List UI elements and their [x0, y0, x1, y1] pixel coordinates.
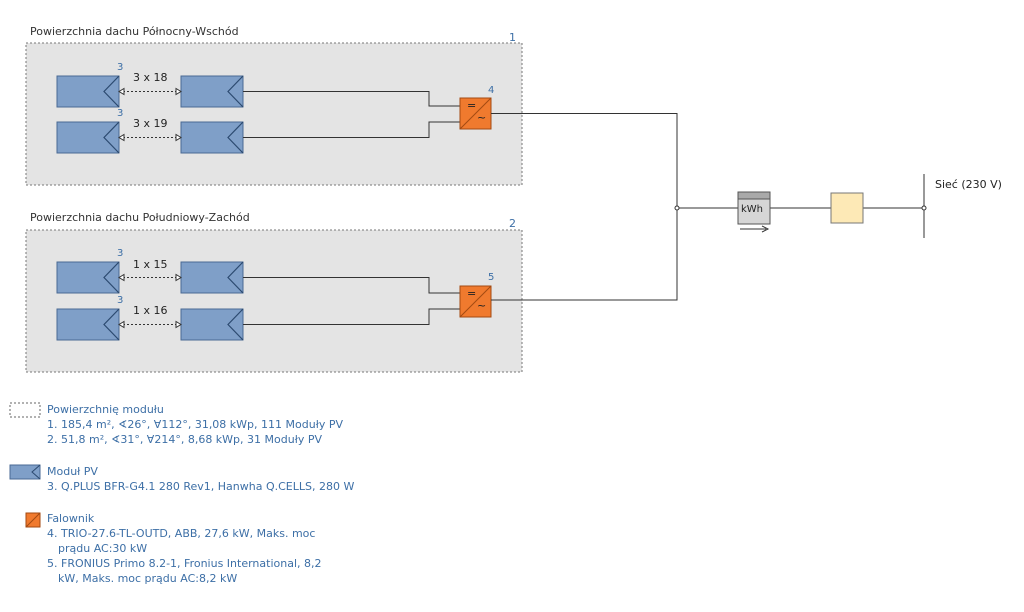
legend-area-swatch: [9, 402, 41, 418]
string-3: [56, 261, 244, 294]
legend-module-title: Moduł PV: [47, 465, 98, 478]
legend-area-item-1: 1. 185,4 m², ∢26°, ∀112°, 31,08 kWp, 111…: [47, 418, 343, 431]
pv-module: [56, 308, 120, 341]
legend-area-title: Powierzchnię modułu: [47, 403, 164, 416]
legend-inverter-item-1: 4. TRIO-27.6-TL-OUTD, ABB, 27,6 kW, Maks…: [47, 527, 316, 540]
area-1-title: Powierzchnia dachu Północny-Wschód: [30, 25, 239, 38]
legend-module-item-1: 3. Q.PLUS BFR-G4.1 280 Rev1, Hanwha Q.CE…: [47, 480, 355, 493]
string-1: [56, 75, 244, 108]
pv-module: [180, 261, 244, 294]
legend-module-swatch: [9, 464, 41, 480]
inverter-4-ref: 4: [488, 85, 495, 96]
string-2-count: 3 x 19: [133, 117, 168, 130]
legend-inverter-swatch: [25, 512, 41, 528]
area-2-title: Powierzchnia dachu Południowy-Zachód: [30, 211, 250, 224]
area-1-number: 1: [509, 31, 516, 44]
string-3-count: 1 x 15: [133, 258, 168, 271]
inverter-4-dc-symbol: =: [467, 99, 477, 112]
string-4-module-ref: 3: [117, 295, 124, 306]
string-2-module-ref: 3: [117, 108, 124, 119]
string-1-count: 3 x 18: [133, 71, 168, 84]
roof-area-1: [25, 42, 523, 186]
consumer-box: [830, 192, 864, 224]
inverter-4-ac-symbol: ~: [477, 111, 487, 124]
inverter-4: [459, 97, 492, 130]
string-2: [56, 121, 244, 154]
legend-inverter-item-1-cont: prądu AC:30 kW: [58, 542, 148, 555]
inverter-5-dc-symbol: =: [467, 287, 477, 300]
string-3-module-ref: 3: [117, 248, 124, 259]
junction-point: [674, 205, 680, 211]
pv-module: [180, 308, 244, 341]
string-4-count: 1 x 16: [133, 304, 168, 317]
wiring-area-1: [243, 91, 460, 138]
roof-area-2: [25, 229, 523, 373]
string-1-module-ref: 3: [117, 62, 124, 73]
inverter-5: [459, 285, 492, 318]
wiring-area-2: [243, 277, 460, 325]
legend-area-item-2: 2. 51,8 m², ∢31°, ∀214°, 8,68 kWp, 31 Mo…: [47, 433, 322, 446]
legend-inverter-item-2: 5. FRONIUS Primo 8.2-1, Fronius Internat…: [47, 557, 322, 570]
area-2-number: 2: [509, 217, 516, 230]
pv-module: [56, 75, 120, 108]
pv-module: [56, 261, 120, 294]
grid-label: Sieć (230 V): [935, 178, 1002, 191]
legend-inverter-item-2-cont: kW, Maks. moc prądu AC:8,2 kW: [58, 572, 238, 585]
meter-label: kWh: [741, 204, 764, 215]
grid-connection: [921, 174, 927, 238]
inverter-5-ac-symbol: ~: [477, 299, 487, 312]
inverter-5-ref: 5: [488, 272, 495, 283]
pv-module: [56, 121, 120, 154]
pv-module: [180, 121, 244, 154]
legend-inverter-title: Falownik: [47, 512, 95, 525]
pv-module: [180, 75, 244, 108]
kwh-meter: [737, 191, 771, 233]
string-4: [56, 308, 244, 341]
